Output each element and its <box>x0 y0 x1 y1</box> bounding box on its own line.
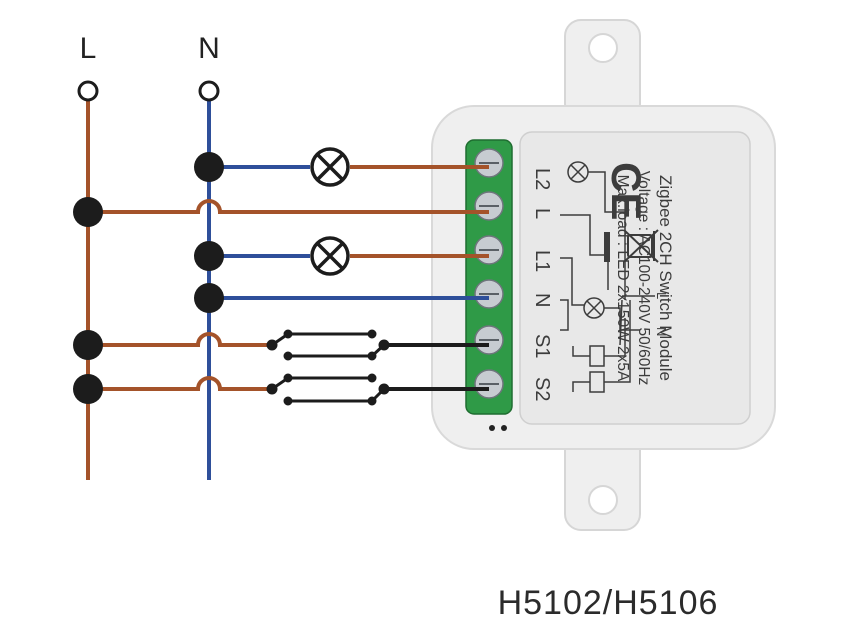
junction-dots <box>73 152 224 404</box>
junction-dot <box>73 330 103 360</box>
junction-dot <box>73 197 103 227</box>
terminal-label-s2: S2 <box>531 377 553 401</box>
terminal-label-l1: L1 <box>531 250 553 272</box>
indicator-dot <box>489 425 495 431</box>
weee-bar <box>604 232 610 262</box>
module-title: Zigbee 2CH Switch Module <box>656 175 675 381</box>
schematic-label-live: L <box>654 292 669 299</box>
live-to-switch1-wire <box>88 332 272 347</box>
weee-bin-icon <box>623 229 659 263</box>
schematic-label-neutral: N <box>654 327 669 336</box>
live-rail-label: L <box>80 32 97 65</box>
switch-module <box>431 19 776 531</box>
junction-dot <box>194 283 224 313</box>
terminal-label-l: L <box>531 208 553 219</box>
terminal-label-s1: S1 <box>531 334 553 358</box>
indicator-dot <box>501 425 507 431</box>
terminal-label-l2: L2 <box>531 168 553 190</box>
live-to-switch2-wire <box>88 376 272 391</box>
terminal-screw <box>474 191 504 221</box>
terminal-screw <box>474 148 504 178</box>
terminal-label-n: N <box>531 293 553 307</box>
lamp-2-icon <box>310 236 350 276</box>
junction-dot <box>194 152 224 182</box>
live-to-l-wire <box>88 199 489 214</box>
model-number: H5102/H5106 <box>498 584 719 622</box>
label-panel <box>519 131 751 425</box>
junction-dot <box>194 241 224 271</box>
lamp-1-icon <box>310 147 350 187</box>
terminal-screw <box>474 235 504 265</box>
neutral-rail-label: N <box>198 32 220 65</box>
voltage-spec: Voltage : AC100-240V 50/60Hz <box>635 171 652 386</box>
switch-2-icon <box>266 373 390 406</box>
bottom-mounting-hole <box>588 485 618 515</box>
terminal-screw <box>474 325 504 355</box>
terminal-screw <box>474 279 504 309</box>
internal-schematic <box>560 161 655 393</box>
junction-dot <box>73 374 103 404</box>
switch-1-icon <box>266 329 390 361</box>
live-terminal-ring <box>77 80 99 102</box>
ce-mark: CE <box>603 162 650 220</box>
terminal-screw <box>474 369 504 399</box>
top-mounting-hole <box>588 33 618 63</box>
neutral-terminal-ring <box>198 80 220 102</box>
